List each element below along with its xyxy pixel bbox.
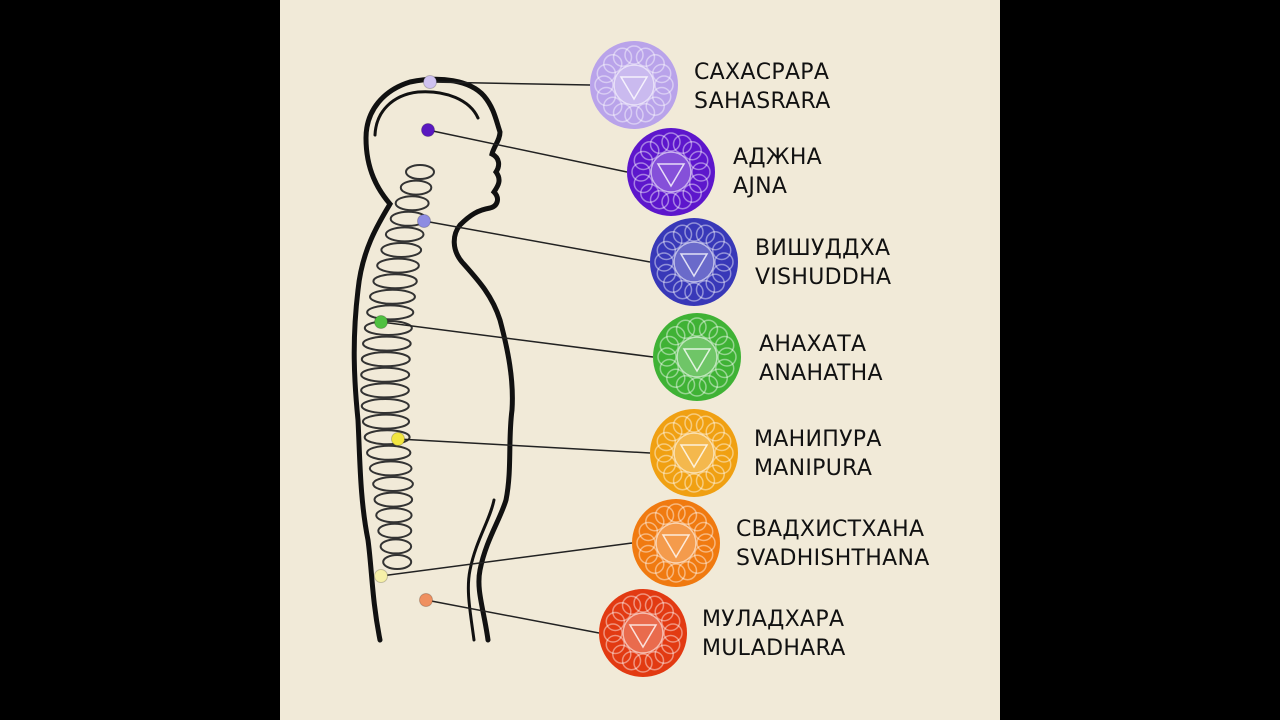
chakra-symbol-sahasrara <box>590 41 678 129</box>
chakra-point-manipura <box>391 432 405 446</box>
vertebra <box>405 164 435 180</box>
connector-line <box>427 129 628 173</box>
chakra-name-ru: ВИШУДДХА <box>755 236 891 261</box>
chakra-point-sahasrara <box>423 75 437 89</box>
chakra-point-muladhara <box>419 593 433 607</box>
chakra-name-ru: СВАДХИСТХАНА <box>736 517 925 542</box>
vertebra <box>379 538 413 555</box>
chakra-name-en: ANAHATHA <box>759 361 883 386</box>
chakra-name-en: MANIPURA <box>754 456 873 481</box>
vertebra <box>361 413 411 430</box>
chakra-name-en: SVADHISHTHANA <box>736 546 930 571</box>
vertebra <box>360 366 411 383</box>
vertebra <box>372 273 418 290</box>
vertebra <box>394 195 430 212</box>
chakra-name-ru: АНАХАТА <box>759 332 867 357</box>
vertebra <box>380 242 423 258</box>
chakra-name-en: VISHUDDHA <box>755 265 892 290</box>
chakra-name-en: AJNA <box>733 174 788 199</box>
chakra-label: САХАСРАРА SAHASRARA <box>694 58 831 116</box>
spine <box>360 164 435 570</box>
vertebra <box>360 351 411 368</box>
connector-line <box>423 220 651 263</box>
chakra-name-ru: МАНИПУРА <box>754 427 882 452</box>
vertebra <box>376 257 420 274</box>
chakra-point-vishuddha <box>417 214 431 228</box>
chakra-point-ajna <box>421 123 435 137</box>
chakra-label: МАНИПУРА MANIPURA <box>754 425 882 483</box>
vertebra <box>384 226 425 243</box>
body-silhouette <box>351 76 515 643</box>
vertebra <box>366 444 412 461</box>
chakra-label: ВИШУДДХА VISHUDDHA <box>755 234 891 292</box>
connector-line <box>397 438 651 454</box>
chakra-name-ru: САХАСРАРА <box>694 60 830 85</box>
vertebra <box>377 522 413 539</box>
chakra-point-anahatha <box>374 315 388 329</box>
vertebra <box>360 382 410 399</box>
chakra-point-svadhishthana <box>374 569 388 583</box>
connector-line <box>380 321 654 358</box>
vertebra <box>382 554 413 570</box>
vertebra <box>399 179 433 196</box>
chakra-name-en: SAHASRARA <box>694 89 831 114</box>
connector-line <box>429 81 591 86</box>
chakra-name-ru: АДЖНА <box>733 145 823 170</box>
chakra-name-ru: МУЛАДХАРА <box>702 607 845 632</box>
chakra-label: МУЛАДХАРА MULADHARA <box>702 605 846 663</box>
vertebra <box>368 460 413 477</box>
chakra-symbol-ajna <box>627 128 715 216</box>
chakra-label: АНАХАТА ANAHATHA <box>759 330 883 388</box>
vertebra <box>360 398 410 414</box>
chakra-symbol-muladhara <box>599 589 687 677</box>
chakra-symbol-manipura <box>650 409 738 497</box>
chakra-name-en: MULADHARA <box>702 636 846 661</box>
vertebra <box>375 507 413 524</box>
chakra-symbol-vishuddha <box>650 218 738 306</box>
vertebra <box>369 288 416 305</box>
chakra-symbol-svadhishthana <box>632 499 720 587</box>
vertebra <box>366 304 415 321</box>
vertebra <box>362 335 412 352</box>
vertebra <box>372 476 414 492</box>
chakra-symbol-anahatha <box>653 313 741 401</box>
connector-line <box>425 599 600 634</box>
chakra-label: АДЖНА AJNA <box>733 143 822 201</box>
connector-line <box>380 542 633 577</box>
chakra-label: СВАДХИСТХАНА SVADHISHTHANA <box>736 515 930 573</box>
vertebra <box>373 491 414 508</box>
